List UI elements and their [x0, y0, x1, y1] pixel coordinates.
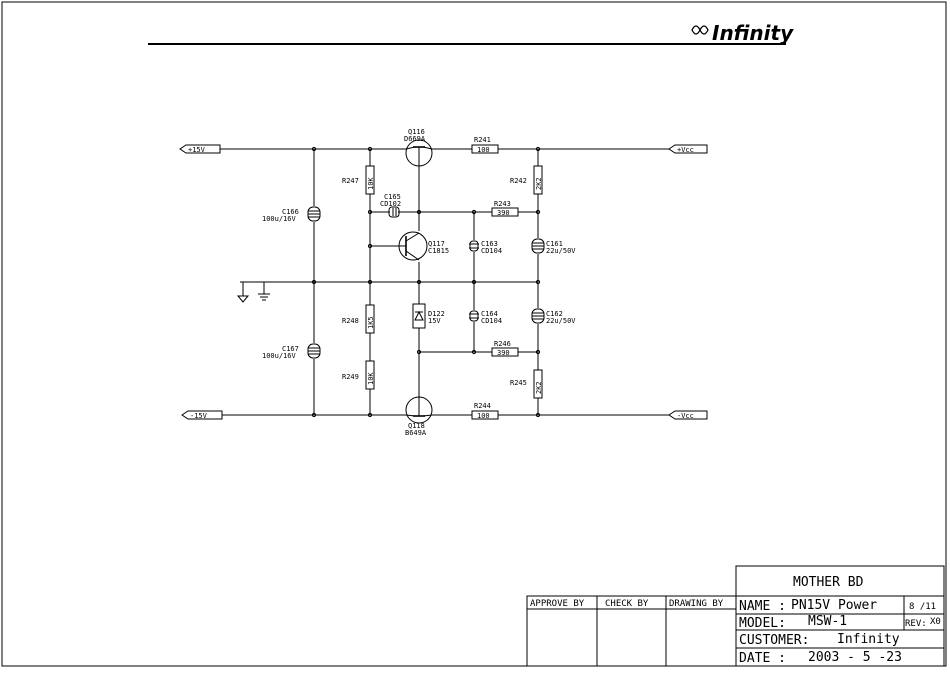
port-plus-vcc: +Vcc: [668, 144, 708, 154]
approve-by-label: APPROVE BY: [530, 599, 585, 609]
sheet-border: [1, 1, 947, 667]
name-label: NAME :: [739, 599, 786, 614]
board-name: MOTHER BD: [793, 575, 864, 590]
title-block: [526, 565, 945, 667]
capacitor-c164: C164 CD104: [469, 310, 502, 325]
model-label: MODEL:: [739, 616, 786, 631]
resistor-r248: R248 1K5: [342, 304, 375, 334]
r246-value: 390: [497, 349, 510, 357]
r244-value: 100: [477, 412, 490, 420]
date-value: 2003 - 5 -23: [808, 650, 902, 665]
resistor-r245: R245 2K2: [510, 369, 543, 399]
check-by-label: CHECK BY: [605, 599, 649, 609]
capacitor-c161: C161 22u/50V: [531, 238, 576, 255]
q117-ref: Q117: [428, 240, 445, 248]
c166-ref: C166: [282, 208, 299, 216]
wiring: [220, 148, 669, 416]
capacitor-c167: C167 100u/16V: [262, 343, 321, 360]
r242-ref: R242: [510, 177, 527, 185]
svg-text:+Vcc: +Vcc: [677, 146, 694, 154]
q118-ref: Q118: [408, 422, 425, 430]
port-minus15v: -15V: [181, 410, 223, 420]
r242-value: 2K2: [535, 177, 543, 190]
q118-part: B649A: [405, 429, 427, 437]
c163-ref: C163: [481, 240, 498, 248]
r243-value: 390: [497, 209, 510, 217]
c163-value: CD104: [481, 247, 502, 255]
resistor-r243: R243 390: [491, 200, 519, 217]
rev-label: REV:: [905, 619, 927, 629]
resistor-r241: R241 100: [471, 136, 499, 154]
r241-value: 100: [477, 146, 490, 154]
r248-value: 1K5: [367, 316, 375, 329]
c161-value: 22u/50V: [546, 247, 576, 255]
junctions: [311, 146, 541, 418]
capacitor-c165: C165 CD102: [380, 193, 401, 218]
c161-ref: C161: [546, 240, 563, 248]
transistor-q116: Q116 D669A: [404, 128, 433, 167]
r247-value: 10K: [367, 177, 375, 190]
resistor-r242: R242 2K2: [510, 165, 543, 195]
c162-value: 22u/50V: [546, 317, 576, 325]
sheet-number: 8 /11: [909, 602, 936, 612]
r243-ref: R243: [494, 200, 511, 208]
resistor-r247: R247 10K: [342, 165, 375, 195]
rev-value: X0: [930, 617, 941, 627]
date-label: DATE :: [739, 651, 786, 666]
r249-ref: R249: [342, 373, 359, 381]
d122-ref: D122: [428, 310, 445, 318]
capacitor-c163: C163 CD104: [469, 240, 502, 255]
svg-text:Infinity: Infinity: [712, 21, 794, 45]
c166-value: 100u/16V: [262, 215, 297, 223]
ground-symbol: [236, 295, 250, 303]
c164-value: CD104: [481, 317, 502, 325]
svg-text:-Vcc: -Vcc: [677, 412, 694, 420]
model-value: MSW-1: [808, 614, 847, 629]
zener-d122: D122 15V: [412, 303, 445, 329]
c167-ref: C167: [282, 345, 299, 353]
name-value: PN15V Power: [791, 598, 877, 613]
r241-ref: R241: [474, 136, 491, 144]
svg-text:-15V: -15V: [190, 412, 208, 420]
port-plus15v: +15V: [179, 144, 221, 154]
customer-label: CUSTOMER:: [739, 633, 809, 648]
r246-ref: R246: [494, 340, 511, 348]
infinity-logo: Infinity: [691, 21, 794, 45]
capacitor-c166: C166 100u/16V: [262, 206, 321, 223]
r247-ref: R247: [342, 177, 359, 185]
c165-ref: C165: [384, 193, 401, 201]
c165-value: CD102: [380, 200, 401, 208]
r244-ref: R244: [474, 402, 491, 410]
transistor-q118: Q118 B649A: [405, 396, 433, 437]
r248-ref: R248: [342, 317, 359, 325]
capacitor-c162: C162 22u/50V: [531, 308, 576, 325]
earth-symbol: [258, 293, 270, 301]
resistor-r244: R244 100: [471, 402, 499, 420]
c162-ref: C162: [546, 310, 563, 318]
drawing-by-label: DRAWING BY: [669, 599, 724, 609]
r245-value: 2K2: [535, 381, 543, 394]
r249-value: 10K: [367, 372, 375, 385]
c167-value: 100u/16V: [262, 352, 297, 360]
q116-part: D669A: [404, 135, 426, 143]
resistor-r246: R246 390: [491, 340, 519, 357]
port-minus-vcc: -Vcc: [668, 410, 708, 420]
c164-ref: C164: [481, 310, 498, 318]
d122-value: 15V: [428, 317, 441, 325]
customer-value: Infinity: [837, 632, 900, 647]
transistor-q117: Q117 C1815: [398, 231, 449, 261]
r245-ref: R245: [510, 379, 527, 387]
q116-ref: Q116: [408, 128, 425, 136]
q117-part: C1815: [428, 247, 449, 255]
resistor-r249: R249 10K: [342, 360, 375, 390]
svg-text:+15V: +15V: [188, 146, 206, 154]
